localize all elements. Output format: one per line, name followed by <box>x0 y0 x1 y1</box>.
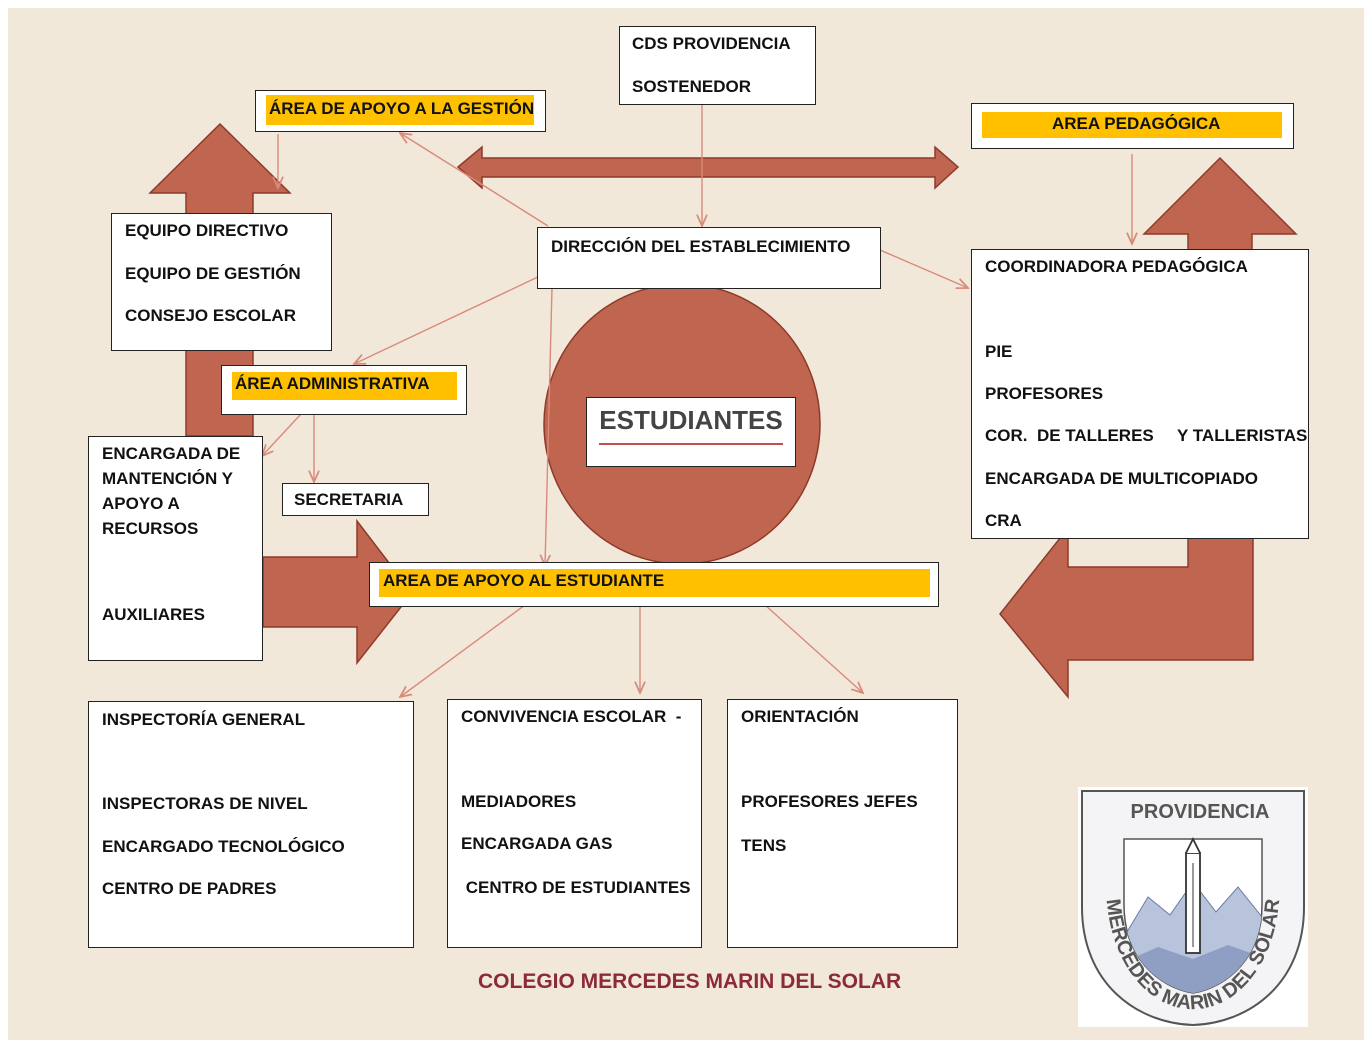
sostenedor-role: SOSTENEDOR <box>632 77 752 96</box>
orientacion-item: TENS <box>741 836 787 855</box>
right-up-arrow <box>1142 156 1298 251</box>
sostenedor-box: CDS PROVIDENCIA SOSTENEDOR <box>619 26 816 105</box>
administrativa-label: ÁREA ADMINISTRATIVA <box>232 372 457 400</box>
coordinadora-title: COORDINADORA PEDAGÓGICA <box>985 257 1248 276</box>
mantencion-line: RECURSOS <box>102 519 199 538</box>
coordinadora-item: PIE <box>985 342 1013 361</box>
orientacion-box: ORIENTACIÓN PROFESORES JEFES TENS <box>727 699 958 948</box>
administrativa-box: ÁREA ADMINISTRATIVA <box>221 365 467 415</box>
orientacion-title: ORIENTACIÓN <box>741 707 859 726</box>
equipo-gestion: EQUIPO DE GESTIÓN <box>125 264 301 283</box>
convivencia-item: MEDIADORES <box>461 792 577 811</box>
convivencia-title: CONVIVENCIA ESCOLAR - <box>461 707 682 726</box>
right-u-turn-arrow <box>999 525 1254 700</box>
consejo-escolar: CONSEJO ESCOLAR <box>125 306 296 325</box>
direccion-box: DIRECCIÓN DEL ESTABLECIMIENTO <box>537 227 881 289</box>
apoyo-estudiante-label: AREA DE APOYO AL ESTUDIANTE <box>379 569 930 597</box>
coordinadora-item: COR. DE TALLERES Y TALLERISTAS <box>985 426 1308 445</box>
sostenedor-name: CDS PROVIDENCIA <box>632 34 791 53</box>
mantencion-line: MANTENCIÓN Y <box>102 469 233 488</box>
coordinadora-box: COORDINADORA PEDAGÓGICA PIE PROFESORES C… <box>971 249 1309 539</box>
estudiantes-label-box: ESTUDIANTES <box>586 397 796 467</box>
mantencion-line: ENCARGADA DE <box>102 444 241 463</box>
convivencia-box: CONVIVENCIA ESCOLAR - MEDIADORES ENCARGA… <box>447 699 702 948</box>
inspectoria-item: INSPECTORAS DE NIVEL <box>102 794 308 813</box>
logo-top-text: PROVIDENCIA <box>1131 801 1270 823</box>
coordinadora-item: PROFESORES <box>985 384 1104 403</box>
secretaria-box: SECRETARIA <box>282 483 429 516</box>
estudiantes-underline <box>599 443 783 445</box>
apoyo-gestion-label: ÁREA DE APOYO A LA GESTIÓN <box>266 95 534 125</box>
equipo-box: EQUIPO DIRECTIVO EQUIPO DE GESTIÓN CONSE… <box>111 213 332 351</box>
direccion-label: DIRECCIÓN DEL ESTABLECIMIENTO <box>551 237 851 256</box>
auxiliares-label: AUXILIARES <box>102 605 205 624</box>
bottom-right-arrow <box>262 518 413 666</box>
coordinadora-item: ENCARGADA DE MULTICOPIADO <box>985 469 1258 488</box>
school-title: COLEGIO MERCEDES MARIN DEL SOLAR <box>478 970 902 993</box>
coordinadora-item: CRA <box>985 511 1022 530</box>
area-pedagogica-label: AREA PEDAGÓGICA <box>982 112 1282 138</box>
secretaria-label: SECRETARIA <box>294 490 404 509</box>
estudiantes-label: ESTUDIANTES <box>599 405 783 435</box>
convivencia-item: ENCARGADA GAS <box>461 834 613 853</box>
inspectoria-title: INSPECTORÍA GENERAL <box>102 710 306 729</box>
double-horizontal-arrow <box>456 145 960 190</box>
orientacion-item: PROFESORES JEFES <box>741 792 918 811</box>
area-pedagogica-box: AREA PEDAGÓGICA <box>971 103 1294 149</box>
apoyo-estudiante-box: AREA DE APOYO AL ESTUDIANTE <box>369 562 939 607</box>
mantencion-box: ENCARGADA DE MANTENCIÓN Y APOYO A RECURS… <box>88 436 263 661</box>
mantencion-line: APOYO A <box>102 494 180 513</box>
inspectoria-box: INSPECTORÍA GENERAL INSPECTORAS DE NIVEL… <box>88 701 414 948</box>
inspectoria-item: ENCARGADO TECNOLÓGICO <box>102 837 345 856</box>
apoyo-gestion-box: ÁREA DE APOYO A LA GESTIÓN <box>255 90 546 132</box>
equipo-directivo: EQUIPO DIRECTIVO <box>125 221 289 240</box>
convivencia-item: CENTRO DE ESTUDIANTES <box>461 878 691 897</box>
school-logo: PROVIDENCIA MERCEDES MARIN DEL SOLAR <box>1078 787 1308 1027</box>
inspectoria-item: CENTRO DE PADRES <box>102 879 277 898</box>
